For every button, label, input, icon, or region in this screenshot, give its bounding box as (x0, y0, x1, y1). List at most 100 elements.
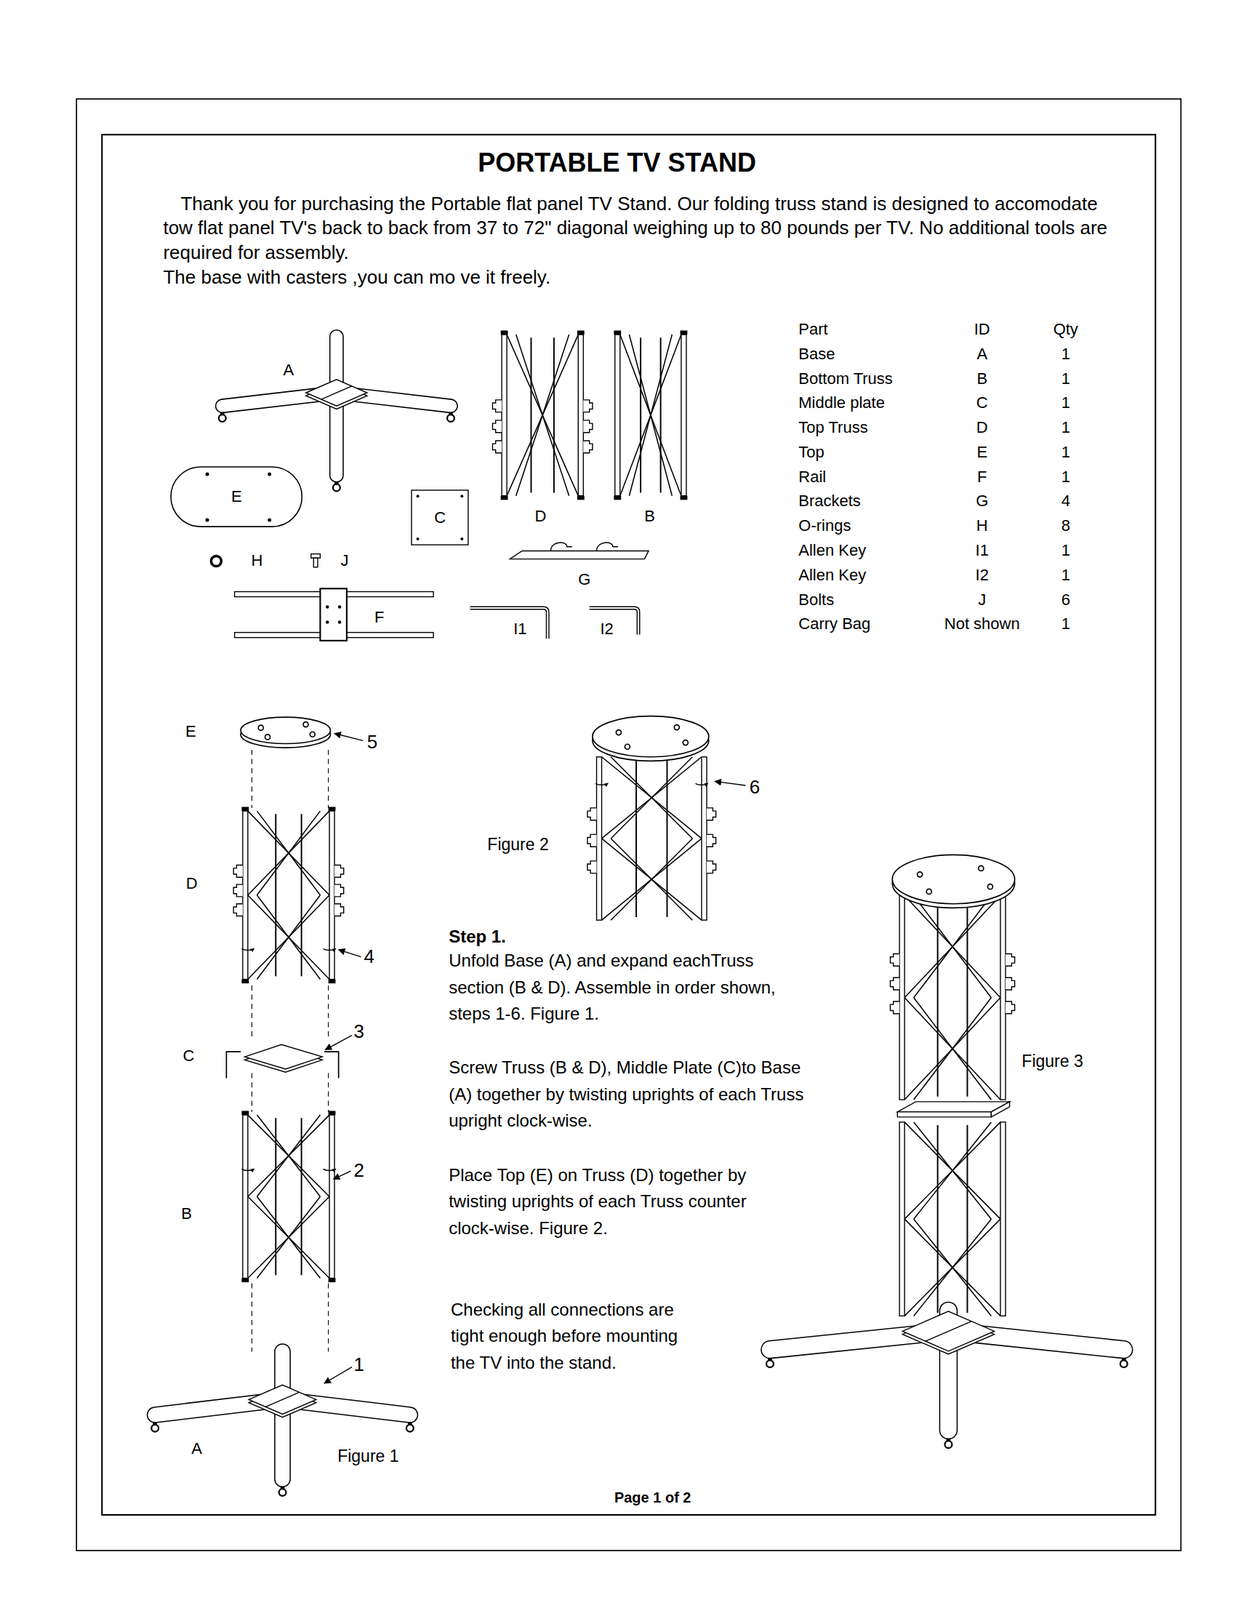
truss-strut (256, 810, 320, 896)
bracket-plate (509, 550, 649, 559)
page-title: PORTABLE TV STAND (477, 148, 757, 179)
rail-plate (319, 588, 347, 641)
allen-key (589, 607, 639, 634)
truss-strut (913, 1121, 992, 1219)
truss-upright (681, 334, 687, 496)
truss-strut (516, 334, 570, 496)
part-letter: E (185, 721, 197, 741)
twist-arrow (323, 1168, 336, 1170)
truss-upright (615, 334, 621, 496)
truss-strut (904, 997, 1001, 1100)
truss-cap (328, 1110, 336, 1115)
truss-back-upright (937, 898, 939, 1097)
truss-strut (516, 334, 570, 496)
plate-hole (978, 865, 984, 871)
callout-number: 3 (353, 1021, 364, 1044)
truss-strut (256, 1114, 320, 1197)
truss-back-upright (274, 1117, 277, 1275)
table-cell: Allen Key (798, 565, 866, 584)
plate-hole (303, 721, 309, 728)
truss-upright (899, 1121, 905, 1316)
truss-cap (241, 1110, 249, 1115)
base-plate (902, 1310, 994, 1351)
base-plate-seam (265, 1391, 299, 1407)
truss-strut (256, 1196, 320, 1278)
table-cell: D (976, 418, 989, 437)
intro-text: The base with casters ,you can mo ve it … (162, 265, 1116, 291)
assembly-guide-line (327, 1283, 329, 1352)
table-cell: Not shown (944, 615, 1021, 634)
truss-strut (602, 838, 702, 920)
plate-hole (460, 495, 464, 499)
callout-arrow (324, 1035, 352, 1050)
plate-hole (309, 731, 315, 737)
part-letter: H (251, 551, 264, 571)
truss-cap (613, 495, 621, 501)
caster-wheel (218, 414, 227, 422)
truss-strut (610, 756, 693, 839)
caster-wheel (332, 484, 341, 492)
bracket-hook (706, 833, 717, 847)
plate-hole (258, 724, 264, 730)
outer-border (76, 98, 1181, 1551)
bracket-hook (233, 903, 243, 917)
truss-strut (247, 895, 330, 980)
truss-cap (241, 979, 249, 984)
truss-cap (500, 495, 509, 501)
table-cell: 1 (1061, 565, 1071, 584)
bracket-hook (890, 977, 901, 990)
plate-hole (460, 537, 464, 541)
table-cell: 1 (1061, 615, 1071, 634)
truss-cap (577, 495, 585, 501)
plate-hole (416, 537, 420, 541)
plate-hole (673, 724, 680, 730)
bracket-mark (226, 1051, 241, 1078)
caster-wheel (447, 414, 455, 422)
table-cell: F (977, 467, 987, 486)
allen-key (470, 607, 549, 639)
truss-upright (242, 1114, 248, 1278)
table-cell: Base (798, 344, 835, 363)
truss-upright (596, 756, 603, 920)
bracket-hook (233, 864, 243, 877)
truss-cap (241, 806, 249, 811)
table-cell: Bolts (798, 590, 834, 609)
base-drawing (766, 1310, 1128, 1448)
truss-back-upright (666, 759, 669, 917)
table-cell: Qty (1053, 319, 1079, 339)
part-letter: I2 (599, 620, 613, 639)
truss-upright (501, 334, 507, 496)
step-heading: Step 1. (448, 924, 667, 948)
table-cell: O-rings (798, 516, 851, 536)
table-cell: 6 (1061, 590, 1071, 609)
rail-hole (338, 620, 341, 624)
bracket-hook (706, 807, 717, 821)
table-cell: I1 (975, 540, 989, 560)
truss-cap (328, 1278, 336, 1283)
bracket-hook (334, 903, 344, 917)
table-cell: 8 (1061, 516, 1071, 536)
caster-wheel (766, 1359, 774, 1367)
truss-strut (913, 997, 992, 1100)
plate-hole (615, 729, 621, 736)
table-cell: Top (798, 442, 824, 461)
plate-hole (205, 518, 210, 523)
part-letter: A (191, 1438, 203, 1458)
page-number: Page 1 of 2 (614, 1489, 692, 1506)
truss-strut (913, 1218, 992, 1316)
assembly-guide-line (327, 1073, 329, 1112)
twist-arrow (695, 783, 709, 785)
truss-strut (506, 334, 579, 496)
middle-plate-edge (990, 1101, 1010, 1117)
truss-back-upright (301, 1117, 303, 1275)
plate-hole (205, 471, 210, 476)
bolt-head (311, 554, 321, 559)
base-plate-seam (321, 386, 352, 400)
truss-back-upright (966, 898, 969, 1097)
bracket-hook (890, 953, 901, 966)
assembly-guide-line (327, 985, 329, 1041)
truss-strut (913, 895, 992, 998)
plate-hole (265, 734, 271, 740)
